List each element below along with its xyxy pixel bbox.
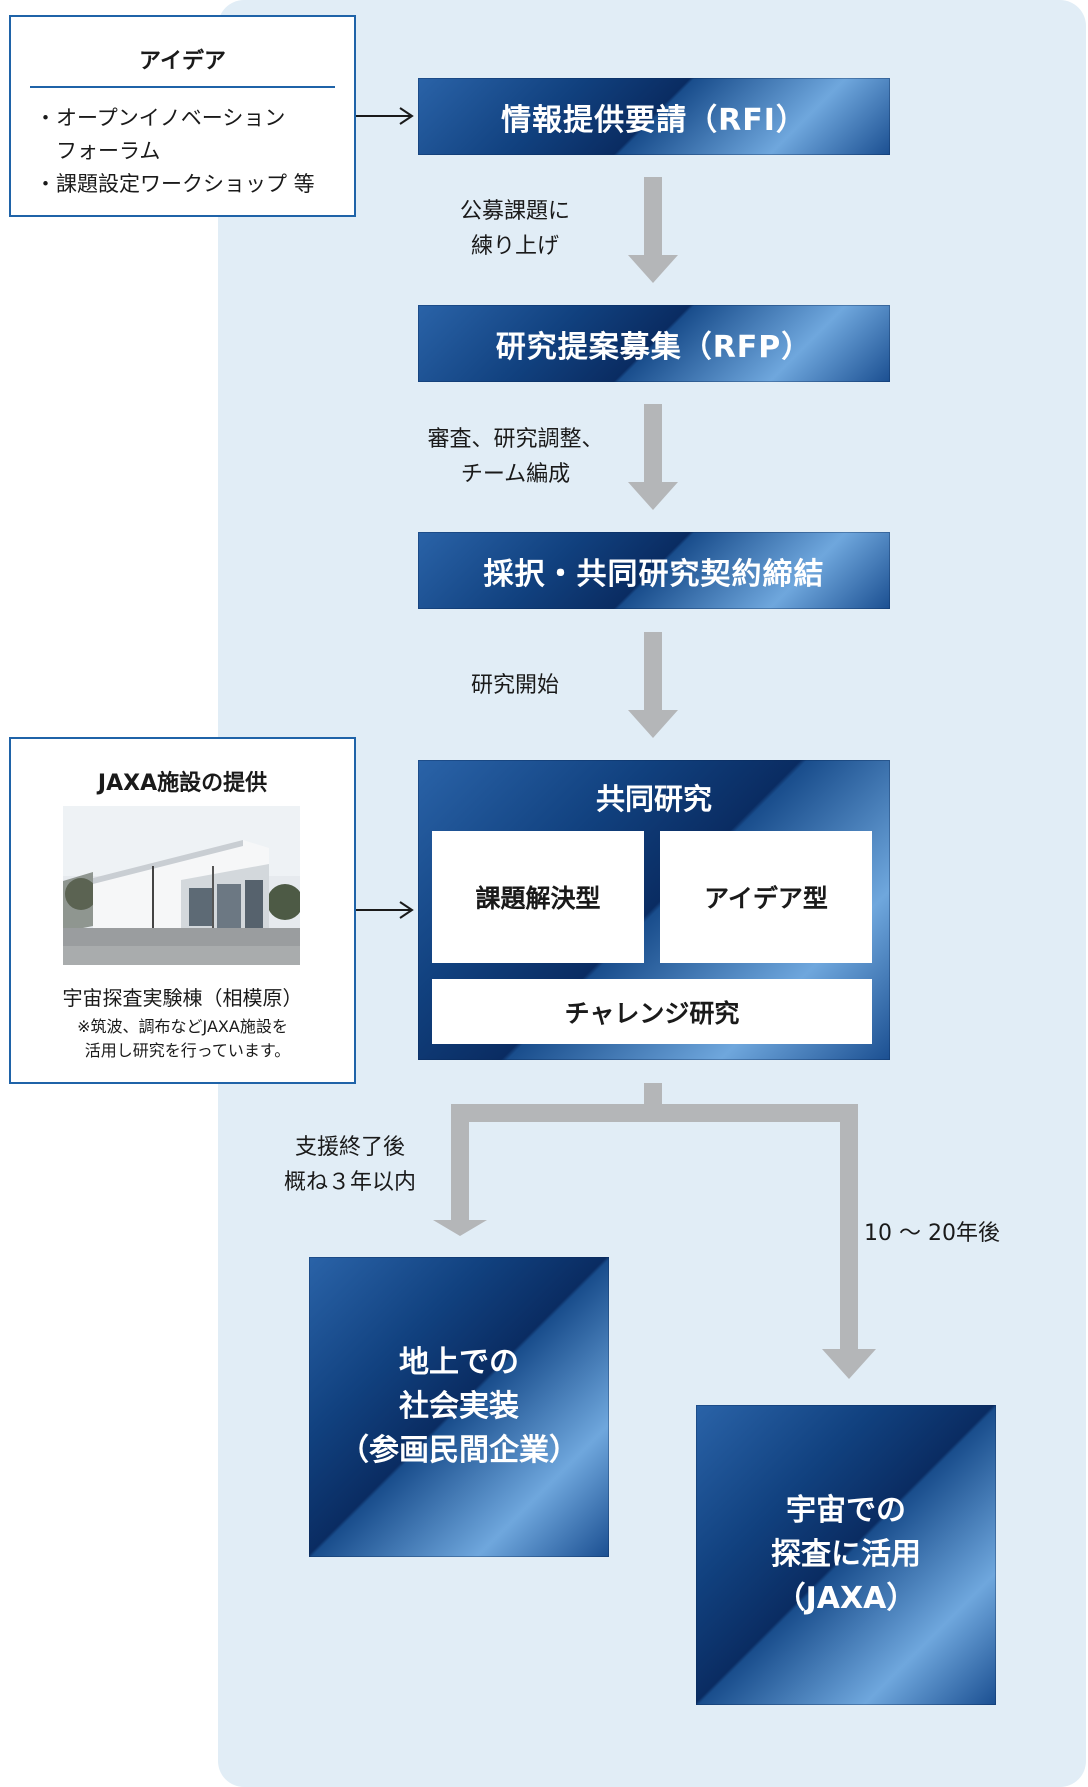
branch-left-line1: 支援終了後 — [294, 1135, 405, 1160]
outcome-ground-line3: （参画民間企業） — [339, 1433, 579, 1468]
outcome-space-line3: （JAXA） — [775, 1581, 917, 1616]
idea-box-title: アイデア — [139, 49, 226, 74]
idea-item-workshop: ・課題設定ワークショップ 等 — [35, 172, 315, 196]
idea-item-forum-cont: フォーラム — [56, 139, 161, 163]
step-rfi-label: 情報提供要請（RFI） — [501, 102, 807, 138]
branch-label-left: 支援終了後 概ね３年以内 — [255, 1130, 445, 1200]
joint-research-title: 共同研究 — [595, 782, 712, 816]
outcome-ground: 地上での 社会実装 （参画民間企業） — [309, 1257, 609, 1557]
transition-3-text: 研究開始 — [470, 673, 559, 698]
type-problem-solving-label: 課題解決型 — [475, 884, 601, 913]
branch-label-right: 10 〜 20年後 — [864, 1216, 1034, 1251]
challenge-research: チャレンジ研究 — [432, 979, 872, 1044]
facility-note: ※筑波、調布などJAXA施設を 活用し研究を行っています。 — [11, 1015, 354, 1063]
transition-1-line1: 公募課題に — [459, 199, 570, 224]
type-idea: アイデア型 — [660, 831, 872, 963]
facility-note-line2: 活用し研究を行っています。 — [84, 1041, 291, 1060]
facility-caption: 宇宙探査実験棟（相模原） — [62, 986, 303, 1010]
facility-photo — [63, 806, 300, 965]
step-rfi: 情報提供要請（RFI） — [418, 78, 890, 155]
step-contract: 採択・共同研究契約締結 — [418, 532, 890, 609]
challenge-research-label: チャレンジ研究 — [564, 998, 740, 1028]
outcome-ground-line2: 社会実装 — [399, 1389, 519, 1424]
outcome-space-line2: 探査に活用 — [771, 1537, 921, 1572]
outcome-space: 宇宙での 探査に活用 （JAXA） — [696, 1405, 996, 1705]
transition-1-line2: 練り上げ — [470, 234, 559, 259]
facility-note-line1: ※筑波、調布などJAXA施設を — [77, 1017, 288, 1036]
type-idea-label: アイデア型 — [704, 884, 828, 913]
type-problem-solving: 課題解決型 — [432, 831, 644, 963]
transition-2-line1: 審査、研究調整、 — [427, 427, 604, 452]
transition-2-line2: チーム編成 — [460, 462, 571, 487]
idea-box: アイデア ・オープンイノベーション フォーラム ・課題設定ワークショップ 等 — [9, 15, 356, 217]
idea-box-list: ・オープンイノベーション フォーラム ・課題設定ワークショップ 等 — [35, 102, 315, 201]
transition-label-2: 審査、研究調整、 チーム編成 — [408, 422, 623, 492]
branch-right-text: 10 〜 20年後 — [864, 1221, 1000, 1246]
facility-box-title: JAXA施設の提供 — [97, 771, 268, 796]
step-contract-label: 採択・共同研究契約締結 — [483, 556, 825, 592]
outcome-space-line1: 宇宙での — [786, 1493, 906, 1528]
transition-label-1: 公募課題に 練り上げ — [430, 194, 600, 264]
outcome-ground-line1: 地上での — [399, 1345, 519, 1380]
idea-box-divider — [30, 86, 335, 88]
idea-item-forum: ・オープンイノベーション — [35, 106, 286, 130]
branch-left-line2: 概ね３年以内 — [283, 1170, 416, 1195]
step-rfp: 研究提案募集（RFP） — [418, 305, 890, 382]
transition-label-3: 研究開始 — [430, 668, 600, 703]
step-rfp-label: 研究提案募集（RFP） — [495, 329, 813, 365]
